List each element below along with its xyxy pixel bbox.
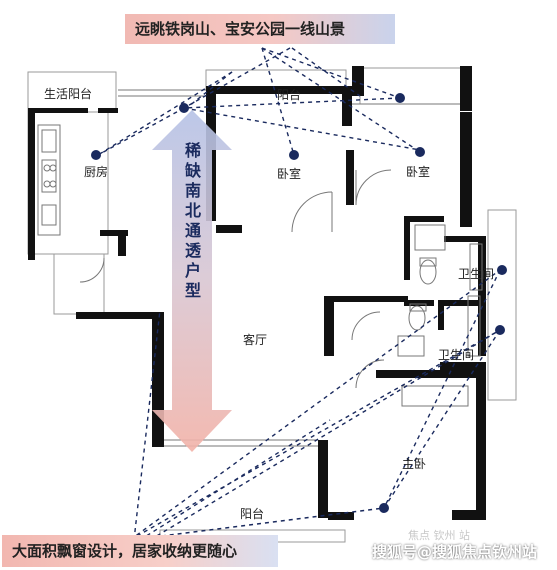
feature-char: 型	[185, 281, 201, 300]
feature-char: 通	[185, 221, 201, 240]
bottom-banner: 大面积飘窗设计，居家收纳更随心	[2, 535, 278, 567]
feature-char: 北	[185, 201, 201, 220]
view-lines	[97, 47, 501, 541]
feature-char: 南	[185, 181, 201, 200]
watermark: 搜狐号@搜狐焦点钦州站	[372, 543, 538, 561]
walls	[28, 66, 486, 520]
label-living-balcony: 生活阳台	[44, 86, 92, 101]
feature-char: 稀	[185, 141, 201, 160]
top-banner: 远眺铁岗山、宝安公园一线山景	[125, 14, 395, 44]
feature-text: 稀 缺 南 北 通 透 户 型	[185, 141, 202, 300]
label-kitchen: 厨房	[84, 164, 108, 179]
fixtures	[37, 89, 483, 447]
label-balcony-top: 阳台	[277, 87, 301, 102]
north-south-arrow	[152, 110, 232, 452]
feature-char: 透	[185, 241, 202, 260]
label-bedroom-left: 卧室	[277, 166, 301, 181]
label-balcony-bottom: 阳台	[240, 506, 264, 521]
label-bedroom-right: 卧室	[406, 164, 430, 179]
feature-char: 缺	[185, 161, 202, 180]
feature-char: 户	[185, 261, 201, 280]
label-bathroom-2: 卫生间	[438, 348, 474, 362]
label-living-room: 客厅	[243, 332, 267, 347]
label-bathroom-1: 卫生间	[458, 267, 494, 281]
view-points	[91, 93, 507, 513]
faint-watermark: 焦点 钦州 站	[408, 529, 470, 542]
label-master-bedroom: 主卧	[402, 457, 426, 471]
